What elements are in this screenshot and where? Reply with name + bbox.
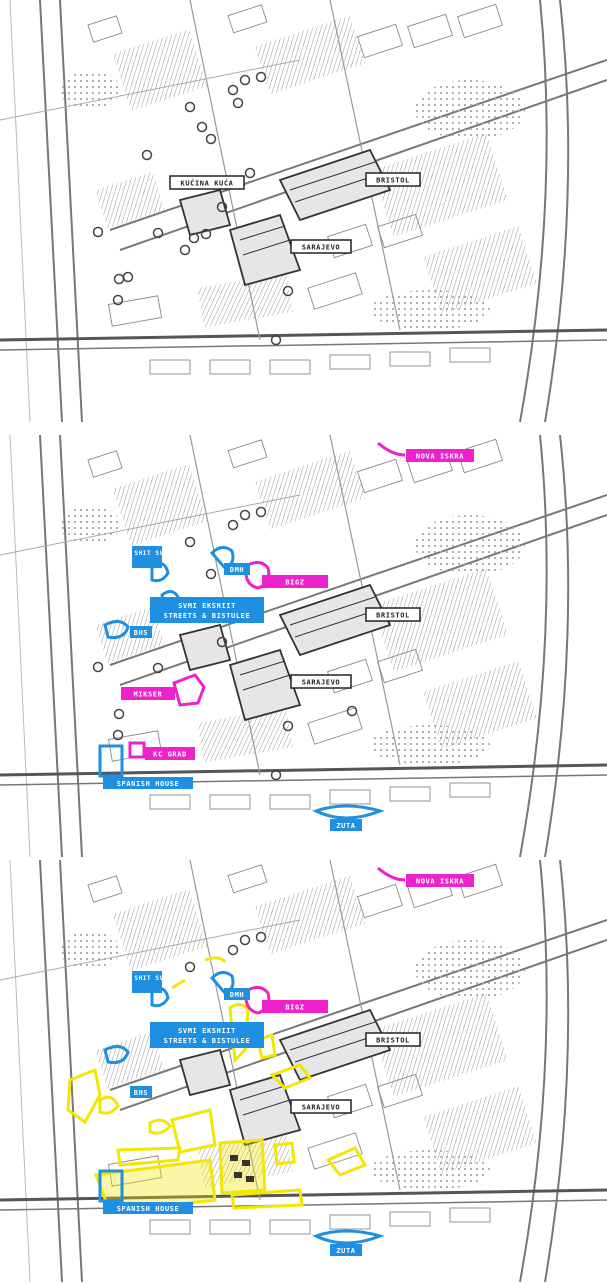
svg-text:BIGZ: BIGZ [285, 1004, 304, 1012]
svg-text:BRISTOL: BRISTOL [376, 1037, 410, 1045]
svg-text:KC GRAD: KC GRAD [153, 751, 187, 759]
label-bhs: BHS [130, 1086, 152, 1098]
svg-text:BHS: BHS [134, 629, 148, 637]
label-mikser: MIKSER [121, 687, 175, 700]
svg-text:BIGZ: BIGZ [285, 579, 304, 587]
site-markers [92, 506, 358, 781]
label-bigz: BIGZ [262, 575, 328, 588]
label-sarajevo: SARAJEVO [290, 239, 352, 254]
svg-text:DMH: DMH [230, 991, 244, 999]
label-svmi-ekshiit: SVMI EKSHIIT STREETS & BISTULEE [150, 1022, 264, 1048]
panel-existing: KUĆINA KUĆA BRISTOL SARAJEVO [0, 0, 607, 422]
map-canvas: NOVA ISKRA BIGZ MIKSER KC GRAD KC SHIT S… [0, 435, 607, 857]
label-sarajevo: SARAJEVO [290, 674, 352, 689]
label-nova-iskra: NOVA ISKRA [406, 874, 474, 887]
svg-text:SPANISH HOUSE: SPANISH HOUSE [117, 1205, 180, 1213]
label-kucina-kuca: KUĆINA KUĆA [169, 175, 245, 190]
label-svmi-ekshiit: SVMI EKSHIIT STREETS & BISTULEE [150, 597, 264, 623]
svg-text:BRISTOL: BRISTOL [376, 612, 410, 620]
label-spanish-house: SPANISH HOUSE [103, 1202, 193, 1214]
svg-text:KC SHIT SVMI: KC SHIT SVMI [122, 550, 173, 557]
svg-text:NOVA ISKRA: NOVA ISKRA [416, 453, 464, 461]
map-canvas: NOVA ISKRA BIGZ KC SHIT SVMI DMH SVMI EK… [0, 860, 607, 1282]
label-bristol: BRISTOL [365, 607, 421, 622]
site-markers [92, 71, 294, 346]
svg-text:STREETS & BISTULEE: STREETS & BISTULEE [164, 1037, 251, 1045]
panel-interventions: NOVA ISKRA BIGZ KC SHIT SVMI DMH SVMI EK… [0, 860, 607, 1282]
svg-text:ZUTA: ZUTA [336, 822, 355, 830]
panel-institutions: NOVA ISKRA BIGZ MIKSER KC GRAD KC SHIT S… [0, 435, 607, 857]
svg-text:SVMI EKSHIIT: SVMI EKSHIIT [178, 602, 236, 610]
svg-text:DMH: DMH [230, 566, 244, 574]
label-kc-grad: KC GRAD [145, 747, 195, 760]
svg-text:ZUTA: ZUTA [336, 1247, 355, 1255]
svg-text:SVMI EKSHIIT: SVMI EKSHIIT [178, 1027, 236, 1035]
label-bristol: BRISTOL [365, 172, 421, 187]
label-bigz: BIGZ [262, 1000, 328, 1013]
svg-text:SARAJEVO: SARAJEVO [302, 1104, 341, 1112]
svg-text:BRISTOL: BRISTOL [376, 177, 410, 185]
svg-text:BHS: BHS [134, 1089, 148, 1097]
label-bristol: BRISTOL [365, 1032, 421, 1047]
map-canvas: KUĆINA KUĆA BRISTOL SARAJEVO [0, 0, 607, 422]
svg-text:STREETS & BISTULEE: STREETS & BISTULEE [164, 612, 251, 620]
label-zuta: ZUTA [330, 1244, 362, 1256]
svg-text:NOVA ISKRA: NOVA ISKRA [416, 878, 464, 886]
label-zuta: ZUTA [330, 819, 362, 831]
label-dmh: DMH [224, 988, 250, 1000]
label-sarajevo: SARAJEVO [290, 1099, 352, 1114]
label-nova-iskra: NOVA ISKRA [406, 449, 474, 462]
building-marks [230, 1155, 254, 1182]
label-bhs: BHS [130, 626, 152, 638]
label-kc-shit-svmi: KC SHIT SVMI [122, 971, 173, 993]
svg-text:KUĆINA KUĆA: KUĆINA KUĆA [181, 179, 234, 188]
svg-text:SARAJEVO: SARAJEVO [302, 679, 341, 687]
svg-text:MIKSER: MIKSER [134, 691, 163, 699]
svg-text:SARAJEVO: SARAJEVO [302, 244, 341, 252]
site-markers [184, 931, 267, 973]
label-dmh: DMH [224, 563, 250, 575]
svg-text:SPANISH HOUSE: SPANISH HOUSE [117, 780, 180, 788]
label-spanish-house: SPANISH HOUSE [103, 777, 193, 789]
label-kc-shit-svmi: KC SHIT SVMI [122, 546, 173, 568]
svg-text:KC SHIT SVMI: KC SHIT SVMI [122, 975, 173, 982]
